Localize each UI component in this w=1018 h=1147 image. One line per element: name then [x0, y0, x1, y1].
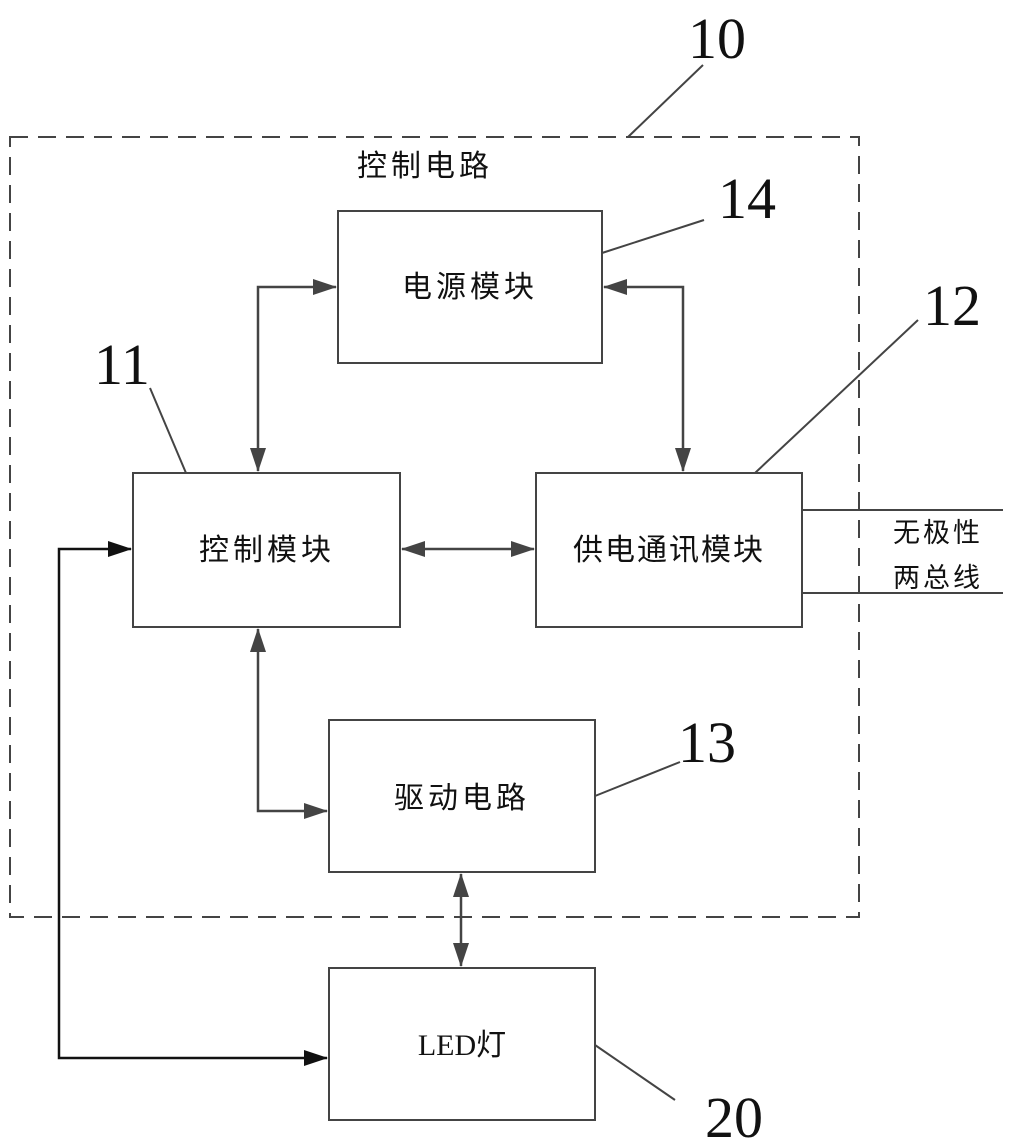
- control-circuit-label: 控制电路: [357, 149, 493, 184]
- supply-comm-module-box: [535, 472, 803, 628]
- supply-comm-module-label: 供电通讯模块: [573, 533, 765, 568]
- ref-number-12: 12: [923, 273, 981, 338]
- ref-number-10: 10: [688, 6, 746, 71]
- ref-number-11: 11: [94, 332, 150, 397]
- ref-number-13: 13: [678, 710, 736, 775]
- leader-line-11: [149, 387, 187, 474]
- leader-line-14: [601, 219, 705, 254]
- power-module-label: 电源模块: [402, 270, 538, 305]
- connector-power-supplycomm: [603, 279, 691, 472]
- control-module-label: 控制模块: [199, 533, 335, 568]
- ref-number-14: 14: [718, 166, 776, 231]
- bus-label-line2: 两总线: [893, 563, 983, 594]
- bus-label-line1: 无极性: [893, 518, 983, 549]
- leader-line-13: [594, 761, 681, 797]
- control-circuit-region: [9, 136, 860, 918]
- driver-circuit-label: 驱动电路: [394, 781, 530, 816]
- connector-control-driver: [250, 628, 328, 819]
- led-box: [328, 967, 596, 1121]
- leader-line-20: [594, 1044, 676, 1101]
- connector-control-power: [250, 279, 337, 472]
- power-module-box: [337, 210, 603, 364]
- connector-led-control: [57, 541, 328, 1066]
- driver-circuit-box: [328, 719, 596, 873]
- ref-number-20: 20: [705, 1085, 763, 1147]
- leader-line-12: [754, 319, 919, 474]
- leader-line-10: [627, 64, 704, 138]
- led-label: LED灯: [418, 1029, 506, 1062]
